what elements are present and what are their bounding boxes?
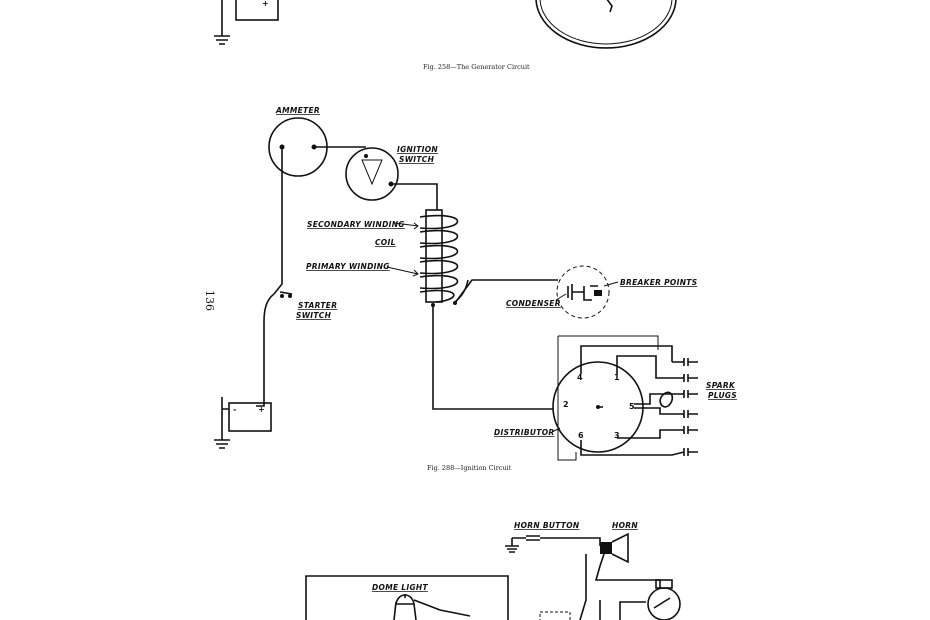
label-spark-plugs-1: SPARK — [706, 381, 736, 390]
terminal-3: 3 — [614, 431, 620, 440]
distributor-rotor — [596, 405, 600, 409]
dome-light-lamp — [395, 594, 415, 605]
label-coil: COIL — [375, 238, 396, 247]
battery-plus-top: + — [262, 0, 269, 8]
horn-bell — [611, 532, 629, 564]
label-dome-light: DOME LIGHT — [372, 583, 429, 592]
spark-plug-wires — [557, 335, 685, 461]
coil-windings — [419, 214, 459, 303]
battery-plus: + — [258, 405, 265, 414]
distributor-cap — [552, 361, 644, 453]
caption-generator-circuit: Fig. 258—The Generator Circuit — [423, 63, 530, 71]
ignition-circuit: AMMETER IGNITION SWITCH SECONDARY WINDIN… — [214, 106, 737, 472]
label-ammeter: AMMETER — [275, 106, 320, 115]
terminal-2: 2 — [563, 400, 569, 409]
wire-horn-button — [512, 537, 601, 546]
wire-ammeter-to-starter — [273, 147, 283, 295]
generator-circuit-fragment: + Fig. 258—The Generator Circuit — [214, 0, 677, 71]
label-breaker-points: BREAKER POINTS — [620, 278, 697, 287]
label-distributor: DISTRIBUTOR — [494, 428, 554, 437]
battery-minus: - — [233, 405, 236, 414]
generator-bottom — [647, 587, 681, 620]
ground-symbol-horn — [505, 538, 519, 553]
horn-button — [526, 535, 540, 541]
generator-terminal — [606, 0, 613, 13]
label-secondary-winding: SECONDARY WINDING — [307, 220, 405, 229]
wire-coil-to-distributor — [432, 305, 553, 410]
horn-body — [600, 542, 612, 554]
terminal-6: 6 — [578, 431, 584, 440]
ground-symbol-top — [214, 0, 230, 45]
condenser-symbol — [567, 284, 584, 300]
label-ignition-switch-2: SWITCH — [399, 155, 435, 164]
spark-plugs — [683, 358, 698, 456]
label-condenser: CONDENSER — [506, 299, 561, 308]
ignition-coil — [419, 209, 469, 307]
wire-starter-to-battery — [256, 293, 275, 407]
dome-light-wiring-frame — [305, 575, 509, 620]
breaker-housing — [556, 265, 610, 319]
terminal-1: 1 — [614, 373, 620, 382]
page-number: 136 — [203, 290, 216, 311]
battery-box-top — [235, 0, 279, 21]
ground-symbol — [214, 397, 230, 449]
horn-and-dome-circuit-fragment: HORN BUTTON HORN DOME LIGHT — [305, 521, 681, 620]
caption-ignition-circuit: Fig. 288—Ignition Circuit — [427, 464, 512, 472]
label-starter-switch-1: STARTER — [298, 301, 337, 310]
terminal-4: 4 — [577, 373, 583, 382]
label-spark-plugs-2: PLUGS — [708, 391, 737, 400]
terminal-5: 5 — [629, 402, 635, 411]
breaker-points-symbol — [583, 285, 598, 301]
label-horn-button: HORN BUTTON — [514, 521, 580, 530]
label-ignition-switch-1: IGNITION — [397, 145, 438, 154]
generator-outline — [535, 0, 677, 49]
starter-switch — [280, 294, 284, 298]
ignition-switch — [345, 147, 399, 201]
wire-coil-to-breaker — [454, 279, 558, 304]
label-primary-winding: PRIMARY WINDING — [306, 262, 390, 271]
label-horn: HORN — [612, 521, 638, 530]
battery — [228, 402, 272, 432]
wire-switch-to-coil — [391, 183, 438, 210]
label-starter-switch-2: SWITCH — [296, 311, 332, 320]
ignition-switch-triangle — [361, 159, 383, 186]
